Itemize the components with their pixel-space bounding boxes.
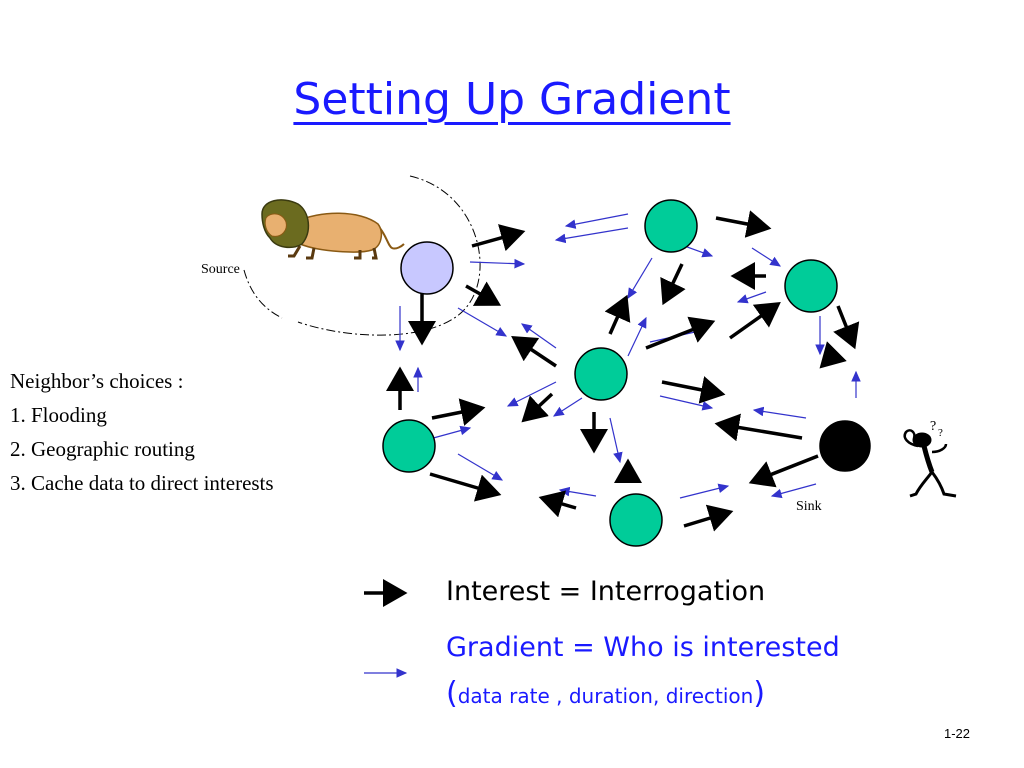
gradient-arrow	[752, 406, 807, 419]
gradient-arrow	[659, 395, 714, 411]
gradient-arrow	[558, 486, 597, 497]
choice-item-cache-data: 3. Cache data to direct interests	[10, 471, 274, 495]
sink-node	[819, 420, 871, 472]
lion-icon	[261, 199, 405, 260]
interest-arrow	[833, 305, 860, 350]
gradient-arrow	[506, 381, 557, 407]
interest-arrows	[386, 210, 860, 532]
source-region-boundary	[297, 175, 481, 336]
interest-arrow	[748, 454, 819, 488]
gradient-arrow	[751, 247, 782, 267]
interest-arrow	[660, 263, 686, 306]
interest-arrow	[471, 224, 526, 252]
interest-arrow	[819, 341, 847, 369]
choice-item-flooding: 1. Flooding	[10, 403, 107, 427]
svg-text:?: ?	[930, 419, 936, 434]
gradient-arrow	[609, 417, 623, 464]
gradient-arrow	[627, 257, 653, 300]
gradient-arrow	[564, 213, 629, 229]
page-number: 1-22	[944, 726, 971, 741]
interest-arrow	[683, 504, 734, 532]
node-upper-right	[784, 259, 838, 313]
page-title: Setting Up Gradient	[293, 74, 731, 125]
svg-text:?: ?	[938, 427, 943, 439]
interest-arrow	[661, 376, 726, 404]
gradient-arrow	[554, 227, 629, 244]
interest-arrow	[465, 281, 502, 306]
gradient-arrow	[770, 483, 817, 499]
interest-legend-label: Interest = Interrogation	[446, 576, 766, 607]
gradient-arrow	[469, 258, 526, 269]
interest-arrow	[604, 294, 631, 335]
gradient-arrow	[627, 316, 647, 357]
node-left	[382, 419, 436, 473]
interest-arrow	[511, 336, 557, 368]
thinking-person-icon: ? ?	[903, 419, 957, 498]
source-region-boundary-left	[243, 269, 283, 319]
gradient-arrow	[679, 483, 730, 499]
interest-arrow	[714, 413, 803, 442]
gradient-arrow	[457, 453, 504, 481]
neighbor-choices: Neighbor’s choices : 1. Flooding 2. Geog…	[10, 364, 274, 500]
gradient-arrows	[395, 213, 861, 499]
interest-arrow	[429, 472, 502, 502]
gradient-arrow	[521, 323, 557, 349]
gradient-arrow	[457, 307, 508, 337]
gradient-arrow	[552, 397, 583, 417]
gradient-arrow	[736, 291, 767, 304]
choice-item-geographic-routing: 2. Geographic routing	[10, 437, 195, 461]
source-label: Source	[201, 262, 240, 277]
interest-arrow	[715, 210, 772, 238]
gradient-legend-detail: (data rate , duration, direction)	[446, 676, 765, 711]
sink-label: Sink	[796, 499, 822, 514]
source-node	[400, 241, 454, 295]
node-top	[644, 199, 698, 253]
node-bottom	[609, 493, 663, 547]
gradient-detail-text: data rate , duration, direction	[457, 684, 754, 708]
neighbor-choices-heading: Neighbor’s choices :	[10, 369, 184, 393]
interest-arrow	[521, 392, 554, 423]
interest-arrow	[431, 398, 486, 426]
paren-open: (	[446, 676, 458, 711]
paren-close: )	[753, 676, 766, 711]
gradient-legend-label: Gradient = Who is interested	[446, 632, 840, 663]
interest-arrow	[538, 490, 577, 518]
interest-arrow	[728, 301, 781, 340]
interest-arrow	[645, 316, 716, 350]
node-center	[574, 347, 628, 401]
